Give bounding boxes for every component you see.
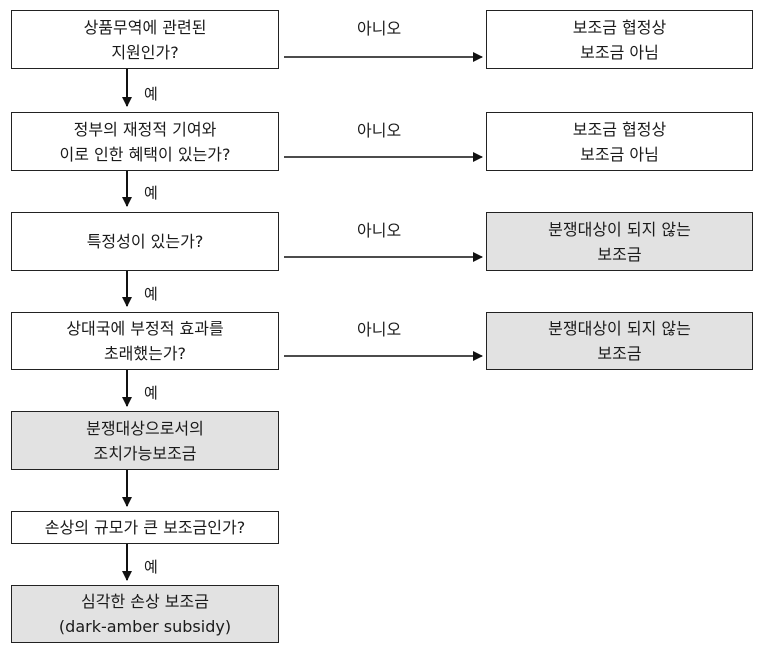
node-text: 보조금: [597, 244, 642, 264]
edge-label-yes: 예: [144, 184, 158, 202]
node-text: 조치가능보조금: [93, 443, 197, 463]
edge-label-yes: 예: [144, 558, 158, 576]
node-text: 분쟁대상이 되지 않는: [548, 319, 691, 338]
node-non-actionable-2: 분쟁대상이 되지 않는 보조금: [486, 312, 753, 370]
edge-label-yes: 예: [144, 85, 158, 103]
node-text: 이로 인한 혜택이 있는가?: [59, 144, 231, 164]
node-text: 분쟁대상이 되지 않는: [548, 219, 691, 239]
edge-label-no: 아니오: [357, 320, 402, 339]
edge-label-no: 아니오: [357, 121, 402, 140]
node-non-actionable-1: 분쟁대상이 되지 않는 보조금: [486, 212, 753, 271]
node-not-subsidy-2: 보조금 협정상 보조금 아님: [486, 112, 753, 171]
node-text: 지원인가?: [111, 42, 179, 62]
node-text: 초래했는가?: [103, 344, 187, 363]
node-text: 정부의 재정적 기여와: [73, 119, 217, 139]
node-text: 상대국에 부정적 효과를: [66, 319, 224, 338]
node-text: 상품무역에 관련된: [83, 17, 207, 37]
node-text: 보조금 협정상: [572, 119, 667, 139]
edge-label-yes: 예: [144, 384, 158, 402]
node-actionable-subsidy: 분쟁대상으로서의 조치가능보조금: [11, 411, 279, 470]
node-text: (dark-amber subsidy): [58, 617, 232, 636]
node-text: 손상의 규모가 큰 보조금인가?: [44, 518, 246, 537]
node-text: 보조금 아님: [580, 42, 659, 62]
node-text: 보조금 아님: [580, 144, 659, 164]
node-text: 보조금 협정상: [572, 17, 667, 37]
node-text: 특정성이 있는가?: [86, 232, 204, 251]
node-not-subsidy-1: 보조금 협정상 보조금 아님: [486, 10, 753, 69]
node-adverse-effects: 상대국에 부정적 효과를 초래했는가?: [11, 312, 279, 370]
node-trade-related: 상품무역에 관련된 지원인가?: [11, 10, 279, 69]
node-text: 보조금: [597, 344, 642, 363]
node-text: 분쟁대상으로서의: [86, 418, 204, 438]
node-large-injury: 손상의 규모가 큰 보조금인가?: [11, 511, 279, 544]
edge-label-no: 아니오: [357, 19, 402, 38]
edge-label-no: 아니오: [357, 221, 402, 240]
edge-label-yes: 예: [144, 285, 158, 303]
node-financial-contribution: 정부의 재정적 기여와 이로 인한 혜택이 있는가?: [11, 112, 279, 171]
node-specificity: 특정성이 있는가?: [11, 212, 279, 271]
node-text: 심각한 손상 보조금: [81, 592, 209, 611]
node-serious-injury-subsidy: 심각한 손상 보조금 (dark-amber subsidy): [11, 585, 279, 643]
